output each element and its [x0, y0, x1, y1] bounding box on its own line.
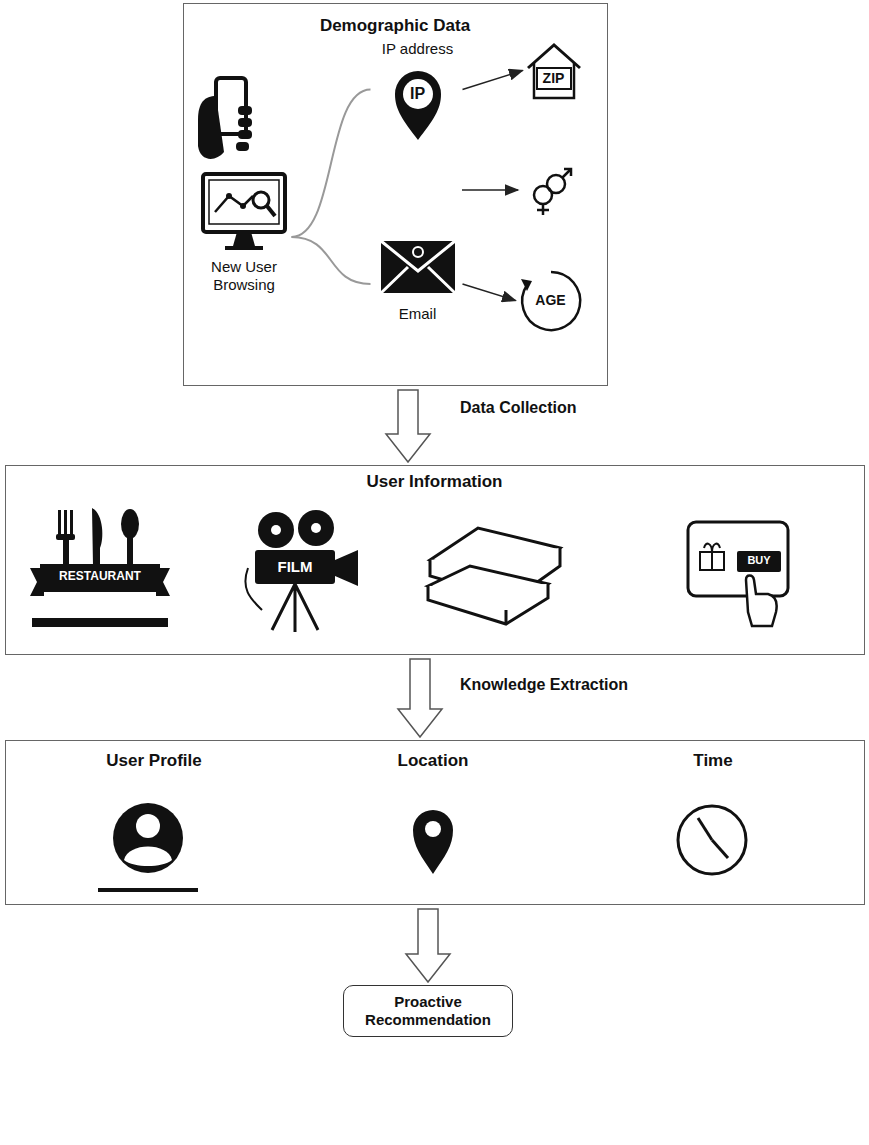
group-box: User Profile Location Time: [5, 740, 865, 905]
node-text: Time: [653, 751, 773, 771]
node-text: IP: [403, 84, 433, 103]
email-icon: Email: [373, 237, 463, 332]
monitor-icon: New User Browsing: [197, 170, 292, 305]
arrow-connector: [463, 284, 516, 301]
node-text: Demographic Data: [184, 16, 606, 36]
node-text: ZIP: [537, 70, 571, 87]
result-box: Proactive Recommendation: [343, 985, 513, 1037]
arrow-connector: [463, 71, 523, 90]
edge-label: Knowledge Extraction: [458, 675, 630, 694]
phone-icon: [198, 78, 252, 159]
brace-connector: [292, 90, 371, 238]
node-text: Location: [373, 751, 493, 771]
gender-icon: [462, 169, 571, 215]
ribbon-text: RESTAURANT: [40, 569, 160, 583]
node-text: User Information: [6, 472, 863, 492]
node-text: User Profile: [89, 751, 219, 771]
block-arrow: [398, 659, 442, 737]
profile-icon: [98, 803, 198, 892]
node-text: Proactive Recommendation: [354, 993, 502, 1029]
buy-button-text: BUY: [737, 554, 781, 567]
books-icon: [428, 528, 560, 624]
block-arrow: [386, 390, 430, 462]
restaurant-icon: [30, 508, 170, 627]
block-arrow: [406, 909, 450, 982]
edge-label: Data Collection: [458, 398, 578, 417]
tablet-icon: [688, 522, 788, 626]
ip-pin-icon: IP addressIP: [373, 40, 463, 140]
brace-connector: [292, 237, 371, 284]
group-box: Demographic DataNew User Browsing IP addr…: [183, 3, 608, 386]
node-text: AGE: [526, 292, 576, 309]
age-icon: AGE: [518, 268, 584, 334]
camera-text: FILM: [258, 558, 332, 576]
film-camera-icon: [245, 510, 358, 632]
clock-icon: [678, 806, 746, 874]
group-box: User Information: [5, 465, 865, 655]
node-text: New User Browsing: [197, 258, 292, 294]
node-text: Email: [373, 305, 463, 323]
location-pin-icon: [413, 810, 453, 874]
zip-house-icon: ZIP: [525, 42, 583, 100]
node-text: IP address: [373, 40, 463, 58]
